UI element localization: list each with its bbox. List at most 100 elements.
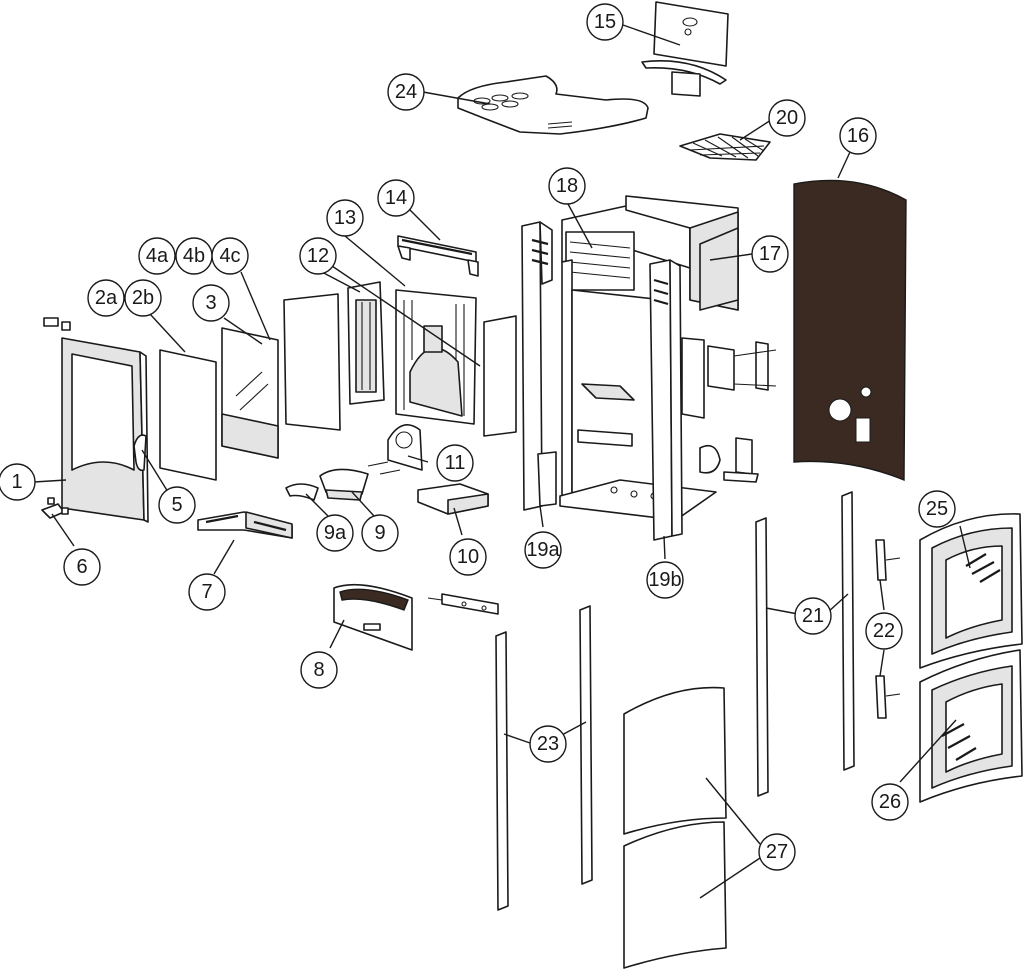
callout-27: 27 (758, 833, 796, 871)
part-handle-5 (133, 434, 147, 472)
svg-text:2a: 2a (95, 287, 118, 309)
part-top-cover-24 (457, 75, 649, 135)
callout-9: 9 (361, 514, 399, 552)
part-baffle-14 (397, 235, 479, 277)
part-bracket-22-upper (875, 539, 901, 581)
part-deflector-9a (285, 483, 319, 501)
callout-9a: 9a (316, 514, 354, 552)
svg-text:5: 5 (171, 494, 182, 516)
callout-19b: 19b (646, 561, 684, 599)
callout-4c: 4c (211, 237, 249, 275)
part-door-1 (43, 317, 149, 523)
part-upright-19a (521, 221, 557, 511)
svg-text:19a: 19a (526, 539, 560, 561)
callout-5: 5 (158, 486, 196, 524)
callout-8: 8 (300, 651, 338, 689)
part-front-box-8 (333, 583, 413, 651)
callout-14: 14 (377, 179, 415, 217)
callout-23: 23 (529, 725, 567, 763)
svg-text:16: 16 (847, 125, 869, 147)
callout-6: 6 (63, 548, 101, 586)
part-grate-7 (197, 511, 293, 539)
part-hopper-17 (699, 227, 739, 311)
part-upright-19b (649, 259, 683, 541)
callout-3: 3 (192, 284, 230, 322)
part-rail-23-right (579, 605, 593, 885)
callout-4b: 4b (175, 237, 213, 275)
svg-text:3: 3 (205, 292, 216, 314)
svg-text:7: 7 (201, 581, 212, 603)
svg-text:20: 20 (776, 107, 798, 129)
svg-text:6: 6 (76, 556, 87, 578)
part-side-cover-25 (919, 513, 1023, 669)
part-plate-2 (159, 349, 217, 481)
callout-18: 18 (548, 167, 586, 205)
part-ash-drawer-10 (417, 483, 489, 515)
svg-text:17: 17 (759, 243, 781, 265)
part-basket-9 (319, 468, 369, 501)
svg-text:23: 23 (537, 733, 559, 755)
part-grid-20 (679, 133, 771, 161)
svg-text:9: 9 (374, 522, 385, 544)
part-rail-21-right (841, 491, 855, 771)
svg-text:1: 1 (11, 471, 22, 493)
svg-text:11: 11 (445, 452, 466, 474)
svg-text:24: 24 (395, 81, 417, 103)
svg-text:18: 18 (556, 175, 578, 197)
part-bracket-22-lower (875, 675, 901, 719)
part-bracket-near-8 (427, 593, 499, 615)
svg-text:2b: 2b (132, 287, 154, 309)
callout-16: 16 (839, 117, 877, 155)
callout-17: 17 (751, 235, 789, 273)
svg-text:13: 13 (334, 207, 356, 229)
svg-text:19b: 19b (648, 569, 681, 591)
callout-7: 7 (188, 573, 226, 611)
callout-24: 24 (387, 73, 425, 111)
svg-text:4c: 4c (219, 245, 240, 267)
part-back-panel-13 (395, 289, 477, 425)
part-side-brick-left-12 (347, 281, 385, 405)
part-rail-23-left (495, 631, 509, 911)
callout-1: 1 (0, 463, 36, 501)
svg-text:12: 12 (307, 245, 329, 267)
part-side-panel-16 (793, 179, 907, 482)
callout-20: 20 (768, 99, 806, 137)
svg-text:14: 14 (385, 187, 407, 209)
part-glass-3 (221, 327, 279, 459)
part-hinge-6 (41, 497, 69, 519)
callout-21: 21 (794, 597, 832, 635)
part-side-cover-26 (919, 649, 1023, 803)
callout-2b: 2b (124, 279, 162, 317)
callout-13: 13 (326, 199, 364, 237)
part-front-panel-27-lower (623, 821, 727, 969)
callout-22: 22 (865, 612, 903, 650)
svg-text:4b: 4b (183, 245, 205, 267)
callout-26: 26 (871, 783, 909, 821)
part-plate-11 (367, 424, 423, 475)
svg-text:15: 15 (594, 11, 616, 33)
part-rail-21-left (755, 517, 769, 797)
svg-text:4a: 4a (146, 245, 169, 267)
callout-25: 25 (918, 490, 956, 528)
svg-text:10: 10 (457, 546, 479, 568)
part-plate-4 (283, 293, 341, 431)
part-side-brick-right-12 (483, 315, 517, 437)
callout-11: 11 (436, 444, 474, 482)
callout-4a: 4a (138, 237, 176, 275)
callout-12: 12 (299, 237, 337, 275)
svg-text:21: 21 (802, 605, 824, 627)
svg-text:25: 25 (926, 498, 948, 520)
part-back-plate-15 (641, 1, 729, 97)
callout-2a: 2a (87, 279, 125, 317)
svg-text:8: 8 (313, 659, 324, 681)
part-front-panel-27-upper (623, 686, 727, 835)
callout-15: 15 (586, 3, 624, 41)
svg-text:9a: 9a (324, 522, 347, 544)
svg-text:27: 27 (766, 841, 788, 863)
svg-text:26: 26 (879, 791, 901, 813)
svg-text:22: 22 (873, 620, 895, 642)
leader-lines (33, 24, 971, 899)
callout-19a: 19a (524, 531, 562, 569)
callout-10: 10 (449, 538, 487, 576)
